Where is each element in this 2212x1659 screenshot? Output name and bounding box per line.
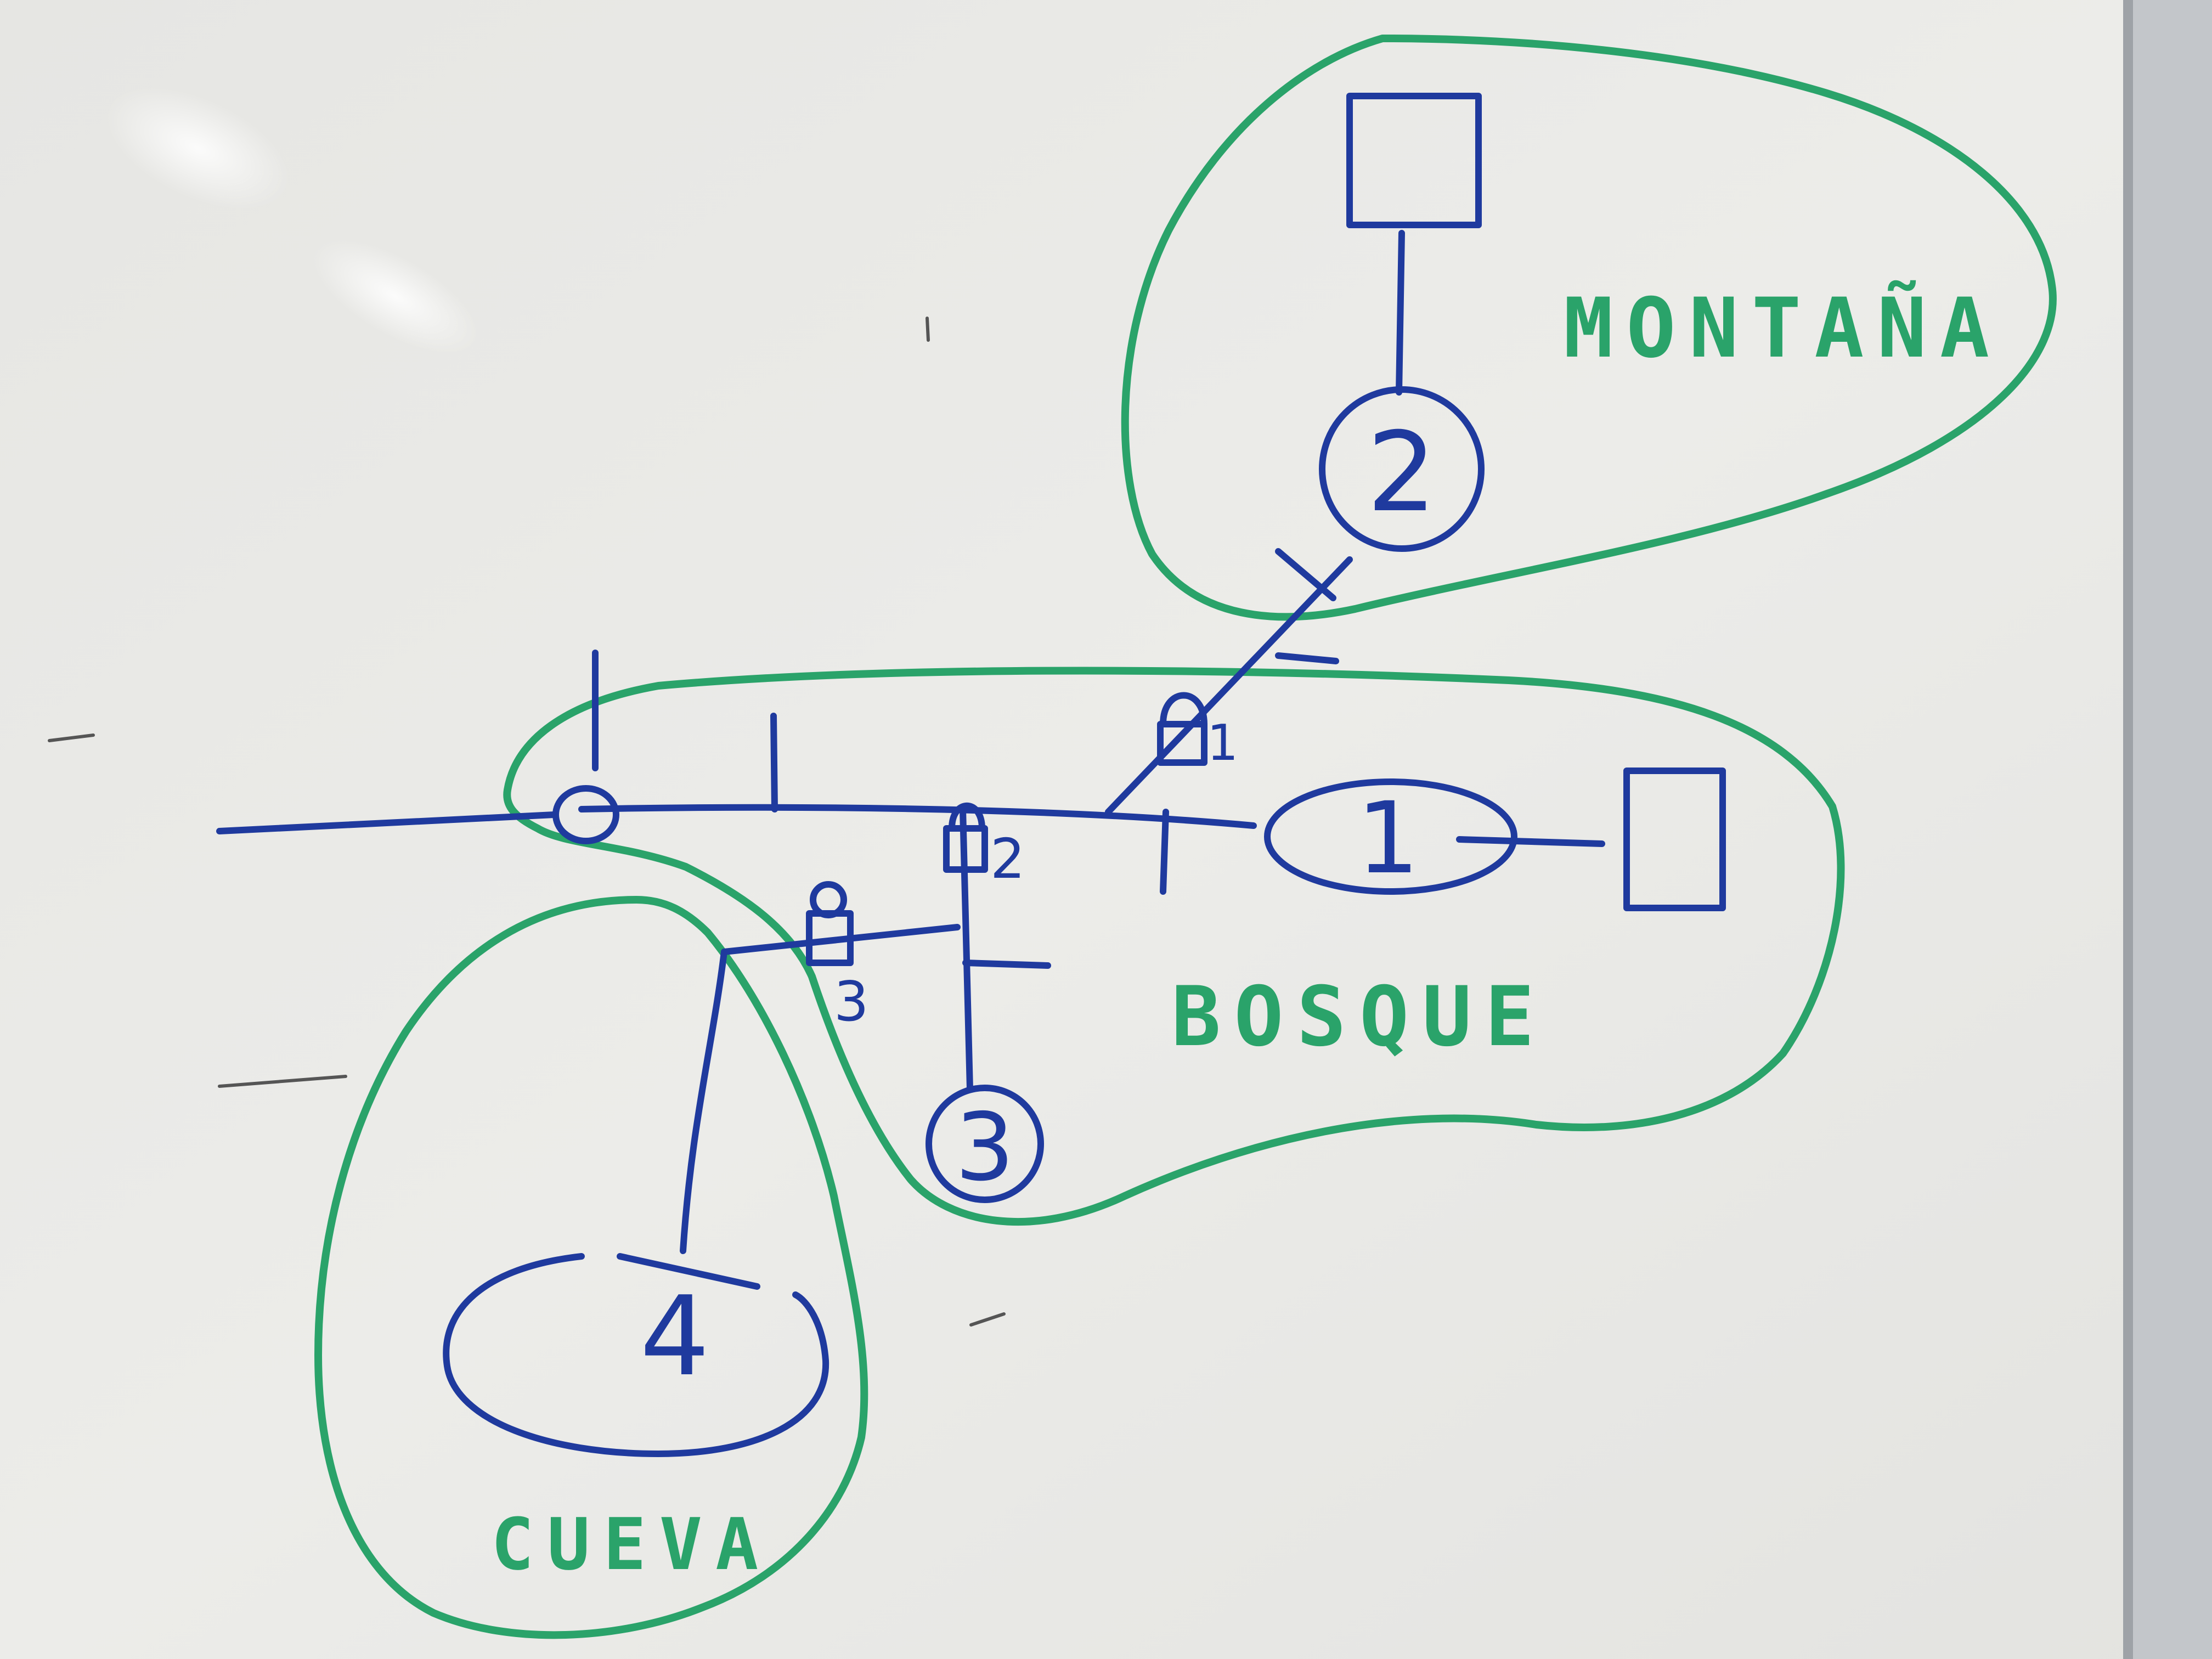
lock-3-label: 3 — [834, 969, 869, 1034]
montana-region-outline — [1121, 35, 2057, 621]
bosque-label: BOSQUE — [1171, 969, 1548, 1065]
montana-square-connector — [1396, 230, 1405, 396]
montana-square — [1346, 93, 1482, 228]
main-corridor-right — [578, 804, 1257, 829]
main-corridor-left — [216, 811, 557, 834]
light-glare — [312, 239, 478, 354]
edge-montana-to-bosque — [1105, 556, 1353, 815]
lock-2-label: 2 — [990, 827, 1025, 891]
corridor-tick — [770, 713, 778, 812]
node-1-square-connector — [1456, 836, 1605, 847]
board-frame-edge — [2123, 0, 2133, 1659]
branch-tick — [962, 960, 1051, 969]
stray-marks — [48, 317, 1006, 1327]
node-1-circle — [1264, 778, 1517, 895]
corridor-tick — [1160, 809, 1169, 895]
lock-2-icon — [943, 802, 988, 873]
node-4-ellipse — [443, 1253, 830, 1457]
node-2-circle — [1319, 386, 1485, 552]
node-3-circle — [926, 1085, 1044, 1203]
start-node — [552, 785, 619, 844]
cueva-label: CUEVA — [491, 1503, 771, 1586]
node-4-ellipse-gap — [617, 1253, 760, 1290]
node-3-label: 3 — [955, 1093, 1014, 1202]
branch-to-node-3 — [960, 806, 973, 1092]
bosque-region-outline — [503, 667, 1845, 1226]
lock-1-icon — [1157, 692, 1207, 766]
edge-tick — [1275, 548, 1336, 601]
cueva-drop — [680, 949, 727, 1254]
node-1-square — [1623, 768, 1726, 911]
cueva-region-outline — [314, 896, 868, 1639]
edge-tick — [1275, 652, 1339, 664]
lock-3-icon — [806, 881, 854, 966]
node-4-label: 4 — [640, 1273, 709, 1401]
board-frame — [2123, 0, 2212, 1659]
light-glare — [105, 87, 290, 210]
montana-label: MONTAÑA — [1564, 280, 2002, 376]
node-2-label: 2 — [1367, 409, 1436, 537]
lock-1-label: 1 — [1207, 714, 1238, 772]
branch-to-cueva — [721, 924, 961, 955]
node-1-label: 1 — [1357, 781, 1420, 896]
